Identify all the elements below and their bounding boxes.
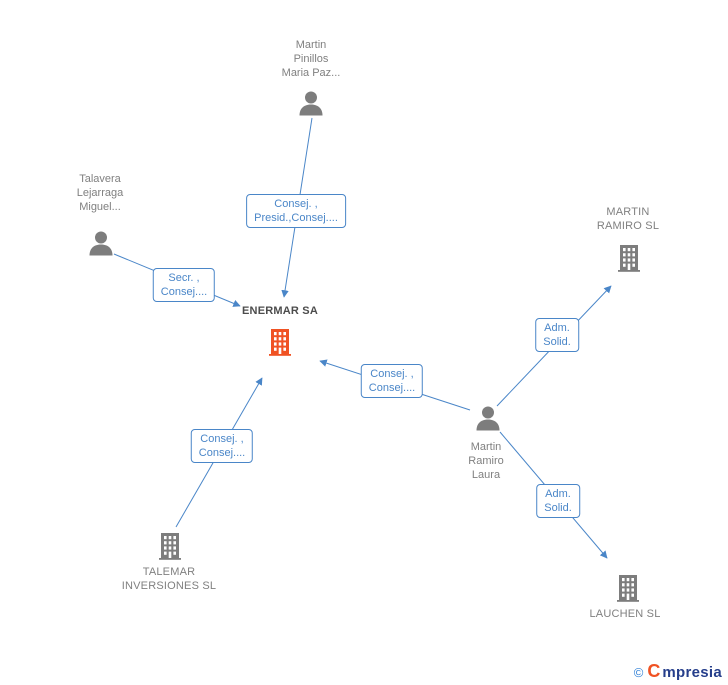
empresia-watermark[interactable]: © C mpresia [634, 662, 722, 681]
building-icon[interactable] [616, 244, 642, 272]
node-label-talavera[interactable]: Talavera Lejarraga Miguel... [76, 173, 124, 213]
building-icon[interactable] [157, 532, 183, 560]
node-label-talemar[interactable]: TALEMAR INVERSIONES SL [121, 566, 217, 592]
node-label-martin-pinillos[interactable]: Martin Pinillos Maria Paz... [281, 39, 341, 79]
node-label-martin-ramiro-sl[interactable]: MARTIN RAMIRO SL [596, 206, 660, 232]
brand-name: mpresia [662, 664, 722, 681]
edge-label-talavera-enermar: Secr. , Consej.... [152, 268, 216, 302]
copyright-symbol: © [633, 665, 644, 680]
building-icon[interactable] [615, 574, 641, 602]
edge-label-talemar-enermar: Consej. , Consej.... [190, 429, 254, 463]
node-label-lauchen[interactable]: LAUCHEN SL [589, 608, 661, 620]
person-icon[interactable] [474, 405, 502, 431]
edge-label-pinillos-enermar: Consej. , Presid.,Consej.... [246, 194, 346, 228]
node-label-enermar[interactable]: ENERMAR SA [242, 305, 318, 317]
person-icon[interactable] [297, 90, 325, 116]
brand-logo-icon: C [647, 661, 661, 681]
building-icon[interactable] [267, 328, 293, 356]
node-label-martin-ramiro-laura[interactable]: Martin Ramiro Laura [468, 441, 504, 481]
person-icon[interactable] [87, 230, 115, 256]
edge-label-laura-enermar: Consej. , Consej.... [360, 364, 424, 398]
edge-label-laura-martin-ramiro-sl: Adm. Solid. [535, 318, 579, 352]
edge-label-laura-lauchen: Adm. Solid. [536, 484, 580, 518]
